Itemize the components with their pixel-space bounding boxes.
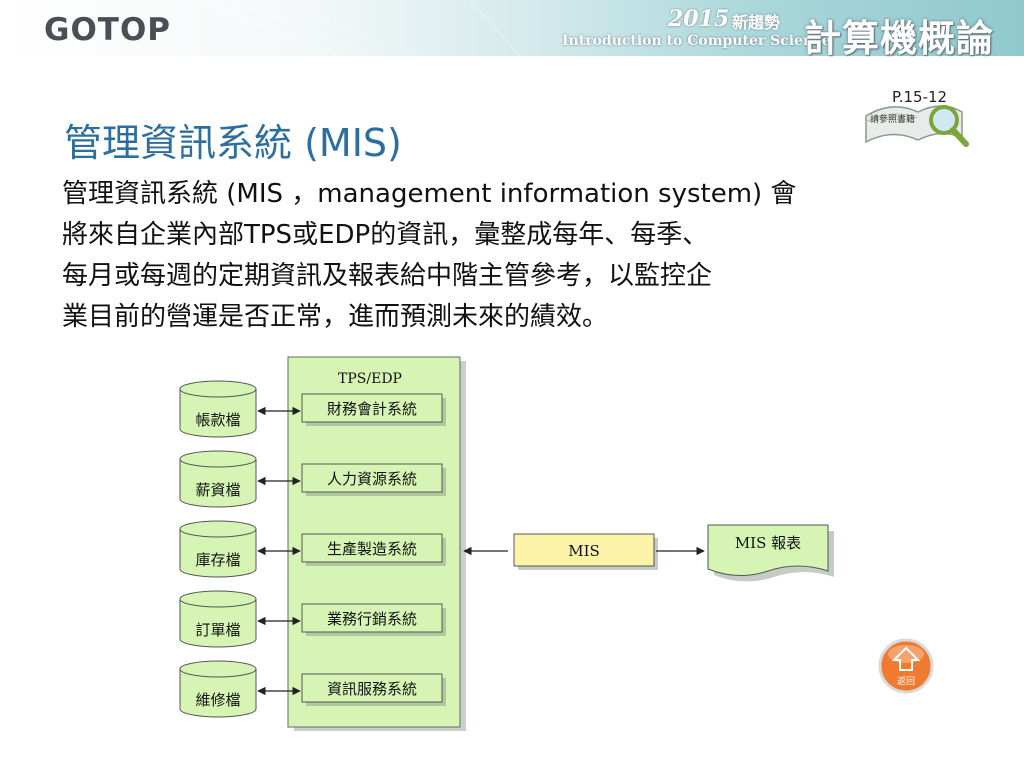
header-decor [199,0,521,56]
header-edition: 新趨勢 [732,13,781,32]
mis-label: MIS [568,542,600,560]
system-label: 業務行銷系統 [327,610,417,628]
paragraph-line: 將來自企業內部TPS或EDP的資訊，彙整成每年、每季、 [62,220,709,250]
slide-title: 管理資訊系統 (MIS) [64,121,402,165]
system-label: 生產製造系統 [327,540,417,558]
home-back-button[interactable]: 返回 [876,638,936,694]
system-box [301,533,443,563]
diagram-row: 維修檔 資訊服務系統 [179,660,446,718]
mis-diagram: TPS/EDP 帳款檔 財務會計系統 薪資檔 人力資源系統 庫存檔 生產製造系統… [179,356,834,731]
mis-box [513,533,655,567]
home-icon [891,646,921,671]
header-year: 2015 [668,6,730,32]
paragraph-line: 管理資訊系統 (MIS ，management information syst… [62,179,797,209]
paragraph-line: 業目前的營運是否正常，進而預測未來的績效。 [62,302,609,332]
system-label: 人力資源系統 [327,470,417,488]
book-title: 計算機概論 [804,17,994,60]
book-reference-icon[interactable] [862,86,972,148]
file-cylinder-label: 帳款檔 [195,411,240,429]
report-label: MIS 報表 [735,534,801,552]
file-cylinder-label: 維修檔 [195,691,240,709]
home-button-label: 返回 [897,675,915,687]
paragraph-line: 每月或每週的定期資訊及報表給中階主管參考，以監控企 [62,261,713,291]
system-box [301,603,443,633]
mis-report-doc [707,524,829,576]
diagram-row: 訂單檔 業務行銷系統 [179,590,446,648]
diagram-row: 薪資檔 人力資源系統 [179,450,446,508]
body-paragraph: 管理資訊系統 (MIS ，management information syst… [62,174,962,338]
file-cylinder-label: 訂單檔 [195,621,240,639]
diagram-row: 帳款檔 財務會計系統 [179,380,446,438]
file-cylinder-label: 庫存檔 [195,551,240,569]
system-label: 資訊服務系統 [327,680,417,698]
reference-label: 請參照書籍 [870,115,916,125]
file-cylinder-label: 薪資檔 [195,481,240,499]
gotop-logo: GOTOP [44,12,172,48]
header-band: GOTOP 2015 新趨勢 Introduction to Computer … [0,0,1024,60]
system-box [301,463,443,493]
system-box [301,673,443,703]
diagram-row: 庫存檔 生產製造系統 [179,520,446,578]
system-label: 財務會計系統 [327,400,417,418]
tps-edp-label: TPS/EDP [338,371,402,387]
reference-page: P.15-12 [892,88,948,106]
system-box [301,393,443,423]
header-subtitle: Introduction to Computer Science [562,33,831,49]
